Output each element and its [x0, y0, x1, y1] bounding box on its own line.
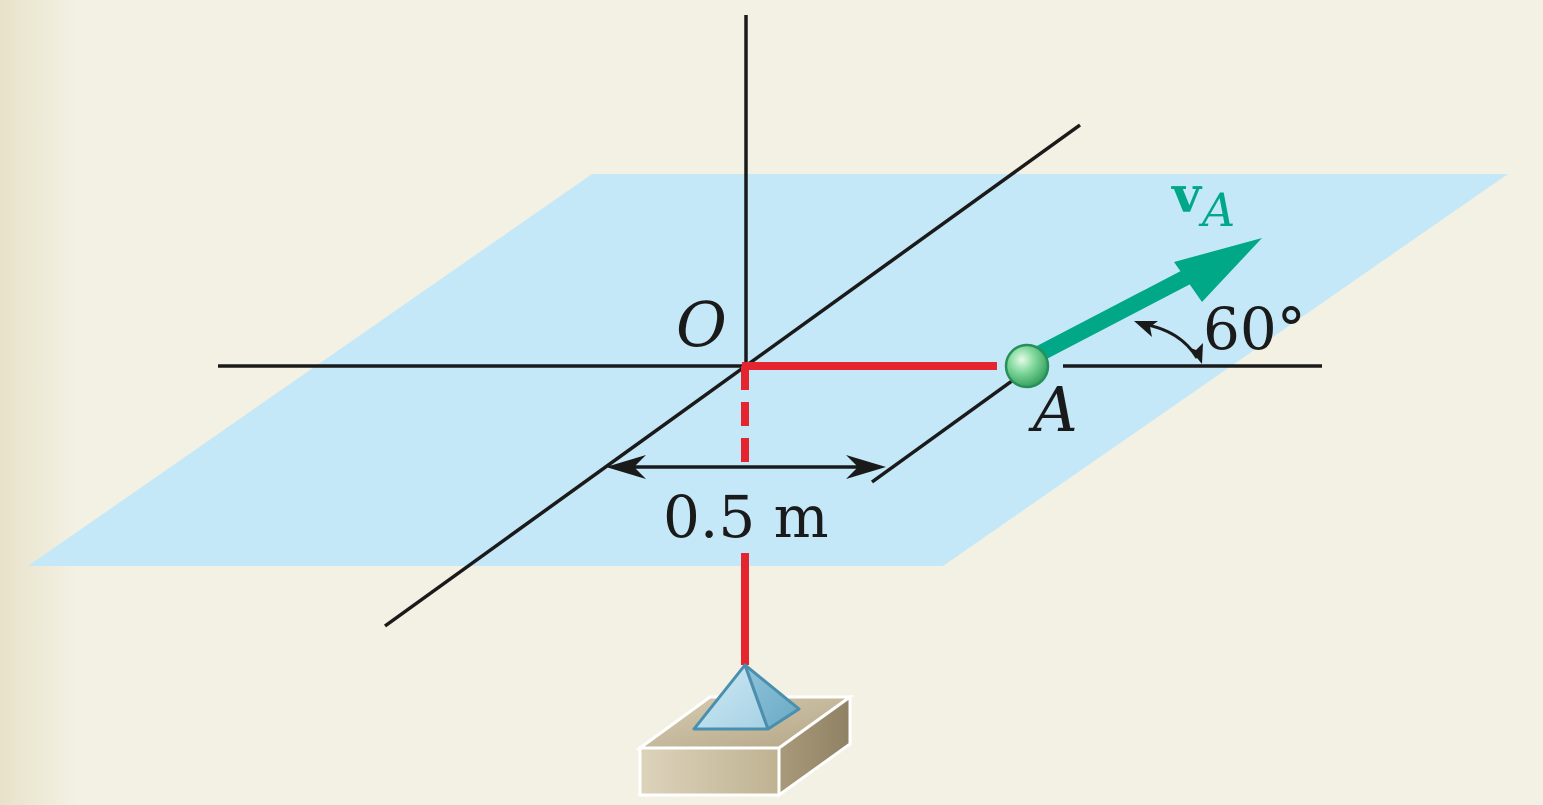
axes — [218, 15, 1322, 628]
pivot-pyramid — [692, 663, 801, 731]
label-angle: 60° — [1203, 295, 1306, 363]
label-velocity-subscript: A — [1198, 183, 1235, 237]
particle-a-ball — [1004, 343, 1050, 389]
extension-line — [870, 376, 1018, 484]
label-velocity-v: v — [1171, 165, 1203, 224]
velocity-vector — [1031, 238, 1262, 364]
label-origin: O — [676, 288, 727, 361]
angle-arc — [1134, 321, 1203, 364]
label-point-a: A — [1028, 373, 1078, 446]
dimension-arrow — [606, 455, 886, 479]
label-distance: 0.5 m — [663, 483, 829, 551]
y-axis-diagonal — [383, 123, 1082, 628]
